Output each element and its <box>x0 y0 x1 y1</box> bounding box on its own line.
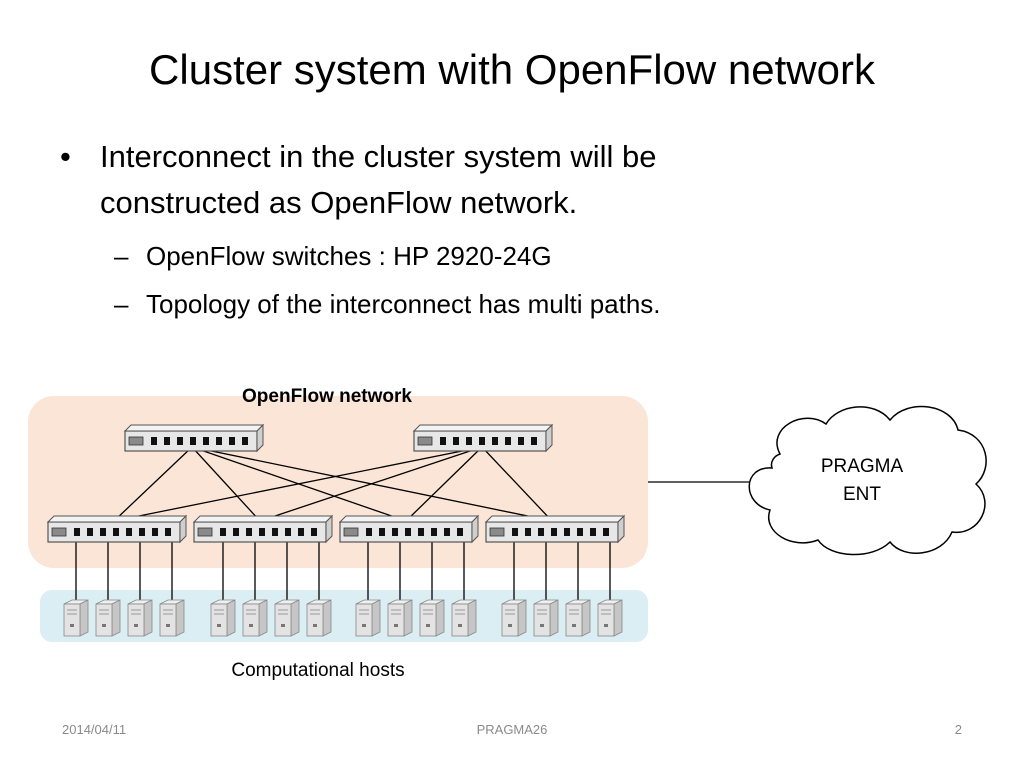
footer-date: 2014/04/11 <box>62 722 127 737</box>
network-switch-icon <box>485 515 625 543</box>
page-number: 2 <box>954 722 962 737</box>
cloud-label-line-2: ENT <box>843 484 881 505</box>
server-host-icon <box>242 599 268 637</box>
bullet-item: • Interconnect in the cluster system wil… <box>60 134 960 226</box>
network-switch-icon <box>47 515 187 543</box>
server-host-icon <box>274 599 300 637</box>
openflow-network-label: OpenFlow network <box>242 386 412 407</box>
slide-title: Cluster system with OpenFlow network <box>149 46 875 93</box>
sub-bullet-dash-icon: – <box>114 241 129 271</box>
server-host-icon <box>63 599 89 637</box>
server-host-icon <box>451 599 477 637</box>
sub-bullet-dash-icon: – <box>114 289 129 319</box>
server-host-icon <box>533 599 559 637</box>
cloud-label-line-1: PRAGMA <box>821 456 904 477</box>
network-switch-icon <box>413 424 553 452</box>
sub-bullet-text: OpenFlow switches : HP 2920-24G <box>146 241 552 271</box>
server-host-icon <box>565 599 591 637</box>
computational-hosts-label: Computational hosts <box>231 660 404 681</box>
network-switch-icon <box>124 424 264 452</box>
bullet-list: • Interconnect in the cluster system wil… <box>60 134 960 322</box>
server-host-icon <box>95 599 121 637</box>
server-host-icon <box>306 599 332 637</box>
edge-host-links <box>75 541 611 600</box>
network-diagram: OpenFlow network PRAGMA ENT Computationa… <box>28 386 987 681</box>
server-host-icon <box>210 599 236 637</box>
server-host-icon <box>159 599 185 637</box>
server-host-icon <box>501 599 527 637</box>
sub-bullet-text: Topology of the interconnect has multi p… <box>146 289 661 319</box>
cloud-icon <box>748 405 987 556</box>
server-host-icon <box>127 599 153 637</box>
computational-hosts-region <box>40 590 648 642</box>
network-switch-icon <box>193 515 333 543</box>
server-host-icon <box>387 599 413 637</box>
bullet-text-line-1: Interconnect in the cluster system will … <box>100 139 657 174</box>
core-edge-links <box>113 446 553 522</box>
server-host-icon <box>419 599 445 637</box>
footer-center-text: PRAGMA26 <box>476 722 548 737</box>
sub-bullet-item: – OpenFlow switches : HP 2920-24G <box>60 238 960 274</box>
sub-bullet-item: – Topology of the interconnect has multi… <box>60 286 960 322</box>
server-host-icon <box>355 599 381 637</box>
bullet-dot-icon: • <box>60 139 71 174</box>
server-host-icon <box>597 599 623 637</box>
bullet-text-line-2: constructed as OpenFlow network. <box>100 185 578 220</box>
network-switch-icon <box>339 515 479 543</box>
